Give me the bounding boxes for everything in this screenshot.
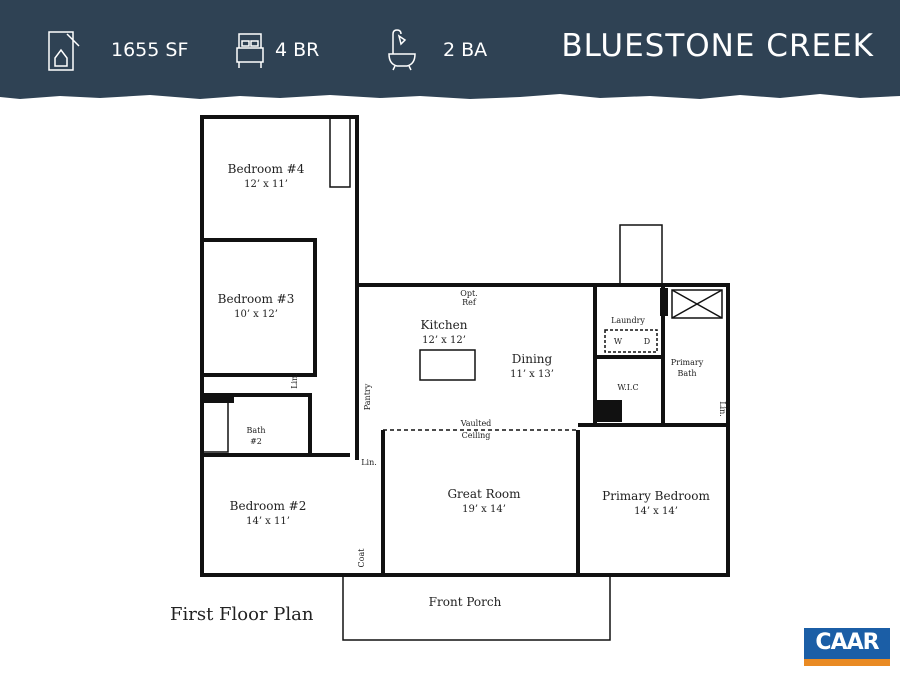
- blueprint-house-icon: [48, 31, 80, 71]
- kitchen-label: Kitchen: [421, 318, 468, 332]
- linen-label-primary-bath: Lin.: [718, 401, 727, 417]
- caar-logo-text: CAAR: [815, 630, 879, 655]
- great-room-label: Great Room: [447, 487, 521, 501]
- bedroom2-size: 14’ x 11’: [246, 516, 290, 527]
- bedroom2-label: Bedroom #2: [230, 499, 307, 513]
- dryer-label: D: [644, 337, 650, 346]
- details: [202, 116, 723, 641]
- vaulted-label-1: Vaulted: [460, 419, 492, 428]
- laundry-label: Laundry: [611, 316, 645, 325]
- caar-logo: CAAR: [804, 628, 890, 666]
- opt-ref-label-2: Ref: [462, 298, 477, 307]
- great-room-size: 19’ x 14’: [462, 504, 506, 515]
- wic-label: W.I.C: [617, 383, 638, 392]
- bedrooms-label: 4 BR: [275, 39, 320, 61]
- linen-label-bedroom3: Lin.: [290, 373, 299, 389]
- header-banner: [0, 0, 900, 92]
- coat-label: Coat: [357, 548, 366, 568]
- bed-icon: [236, 33, 264, 68]
- bedroom3-size: 10’ x 12’: [234, 309, 278, 320]
- primary-bath-label-2: Bath: [677, 369, 696, 378]
- bath2-label-1: Bath: [246, 426, 265, 435]
- square-footage-label: 1655 SF: [111, 39, 189, 61]
- dining-label: Dining: [512, 352, 553, 366]
- walls: [200, 115, 730, 577]
- front-porch-label: Front Porch: [429, 595, 502, 609]
- vaulted-label-2: Ceiling: [462, 431, 491, 440]
- primary-bedroom-size: 14’ x 14’: [634, 506, 678, 517]
- bedroom4-size: 12’ x 11’: [244, 179, 288, 190]
- pantry-label: Pantry: [363, 383, 372, 410]
- plan-title: BLUESTONE CREEK: [561, 28, 874, 64]
- primary-bath-label-1: Primary: [671, 358, 704, 367]
- square-footage-stat: 1655 SF: [45, 28, 188, 72]
- bathtub-icon: [388, 29, 416, 71]
- washer-label: W: [614, 337, 623, 346]
- linen-label-hall: Lin.: [361, 458, 377, 467]
- bedrooms-stat: 4 BR: [235, 28, 319, 72]
- torn-edge: [0, 86, 900, 99]
- bath2-label-2: #2: [250, 437, 262, 446]
- kitchen-size: 12’ x 12’: [422, 335, 466, 346]
- bedroom3-label: Bedroom #3: [218, 292, 295, 306]
- primary-bedroom-label: Primary Bedroom: [602, 489, 710, 503]
- bathrooms-stat: 2 BA: [385, 28, 487, 72]
- opt-ref-label-1: Opt.: [460, 289, 477, 298]
- caar-logo-bar: [804, 659, 890, 666]
- bedroom4-label: Bedroom #4: [228, 162, 305, 176]
- dining-size: 11’ x 13’: [510, 369, 554, 380]
- floor-plan-caption: First Floor Plan: [170, 604, 314, 625]
- bathrooms-label: 2 BA: [443, 39, 488, 61]
